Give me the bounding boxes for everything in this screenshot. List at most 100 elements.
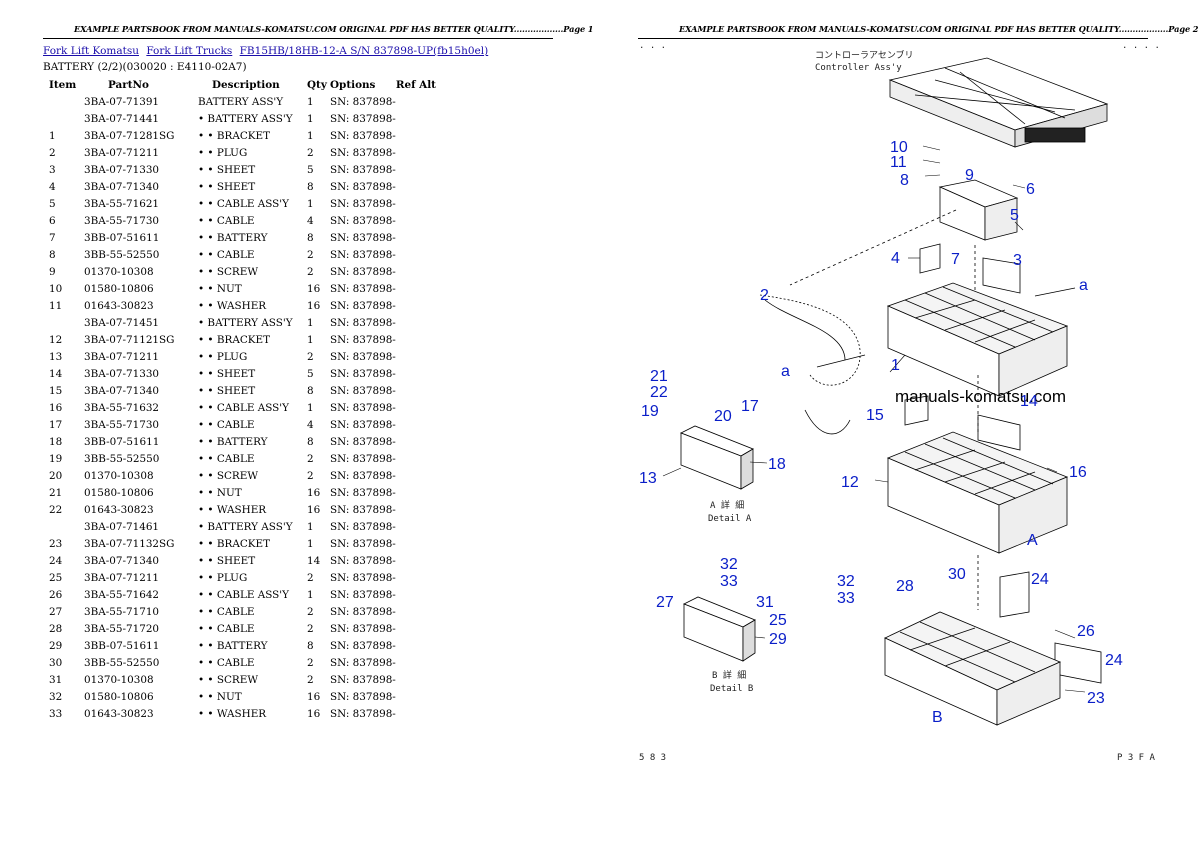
controller-label-en: Controller Ass'y [815, 63, 902, 73]
qty-cell: 8 [307, 180, 314, 193]
ref-alt-cell [396, 178, 446, 195]
partno-cell: 3BA-55-71642 [84, 588, 160, 601]
partno-cell: 01580-10806 [84, 282, 154, 295]
qty-cell: 1 [307, 537, 314, 550]
options-cell: SN: 837898- [330, 231, 396, 244]
options-cell: SN: 837898- [330, 571, 396, 584]
qty-cell: 1 [307, 333, 314, 346]
options-cell: SN: 837898- [330, 435, 396, 448]
callout-32: 32 [837, 573, 855, 590]
ref-alt-cell [396, 331, 446, 348]
detail-a-label-jp: A 詳 細 [710, 499, 744, 511]
arrow-a-right [1034, 287, 1076, 297]
breadcrumb-link-komatsu[interactable]: Fork Lift Komatsu [43, 45, 139, 57]
callout-17: 17 [741, 398, 759, 415]
options-cell: SN: 837898- [330, 316, 396, 329]
qty-cell: 1 [307, 112, 314, 125]
ref-alt-cell [396, 586, 446, 603]
partno-cell: 3BA-07-71211 [84, 146, 160, 159]
options-cell: SN: 837898- [330, 248, 396, 261]
item-cell: 9 [49, 265, 56, 278]
arrow-a-label-right: a [1079, 277, 1088, 294]
description-cell: • • NUT [198, 690, 242, 703]
description-cell: • • BRACKET [198, 129, 271, 142]
ref-alt-cell [396, 535, 446, 552]
qty-cell: 8 [307, 639, 314, 652]
description-cell: • BATTERY ASS'Y [198, 112, 293, 125]
options-cell: SN: 837898- [330, 656, 396, 669]
footer-right-code: P 3 F A [1117, 753, 1156, 763]
detail-a-label-en: Detail A [708, 514, 752, 524]
options-cell: SN: 837898- [330, 452, 396, 465]
corner-dots-right: . . . . [1122, 41, 1160, 51]
partno-cell: 3BA-07-71330 [84, 367, 160, 380]
breadcrumb-link-fork-lift-trucks[interactable]: Fork Lift Trucks [146, 45, 233, 57]
item-cell: 21 [49, 486, 63, 499]
callout-27: 27 [656, 594, 674, 611]
description-cell: • • CABLE [198, 214, 255, 227]
partno-cell: 01370-10308 [84, 265, 154, 278]
column-header-partno: PartNo [108, 79, 149, 91]
ref-alt-cell [396, 263, 446, 280]
breadcrumb-link-model[interactable]: FB15HB/18HB-12-A S/N 837898-UP(fb15h0el) [239, 45, 489, 57]
right-page: EXAMPLE PARTSBOOK FROM MANUALS-KOMATSU.C… [595, 0, 1198, 842]
description-cell: • • SHEET [198, 384, 256, 397]
partno-cell: 01370-10308 [84, 469, 154, 482]
description-cell: • • SHEET [198, 554, 256, 567]
callout-11: 11 [890, 154, 907, 171]
partno-cell: 3BA-07-71211 [84, 350, 160, 363]
ref-alt-cell [396, 552, 446, 569]
description-cell: • • BATTERY [198, 435, 268, 448]
options-cell: SN: 837898- [330, 418, 396, 431]
description-cell: • • CABLE ASS'Y [198, 197, 290, 210]
item-cell [43, 110, 84, 127]
options-cell: SN: 837898- [330, 180, 396, 193]
callout-2: 2 [760, 287, 769, 304]
callout-14: 14 [1020, 393, 1038, 410]
qty-cell: 2 [307, 571, 314, 584]
description-cell: • • CABLE [198, 248, 255, 261]
partno-cell: 3BA-55-71720 [84, 622, 160, 635]
arrow-a-label-left: a [781, 363, 790, 380]
options-cell: SN: 837898- [330, 554, 396, 567]
item-cell: 3 [49, 163, 56, 176]
item-cell: 28 [49, 622, 63, 635]
partno-cell: 3BA-07-71340 [84, 554, 160, 567]
options-cell: SN: 837898- [330, 401, 396, 414]
description-cell: • • PLUG [198, 146, 248, 159]
item-cell: 1 [49, 129, 56, 142]
cable-loop-drawing [804, 409, 851, 435]
description-cell: • • PLUG [198, 571, 248, 584]
options-cell: SN: 837898- [330, 350, 396, 363]
item-cell: 25 [49, 571, 63, 584]
qty-cell: 2 [307, 265, 314, 278]
callout-24-lower: 24 [1105, 652, 1123, 669]
partno-cell: 3BA-07-71451 [84, 316, 160, 329]
description-cell: • • CABLE [198, 622, 255, 635]
qty-cell: 2 [307, 248, 314, 261]
options-cell: SN: 837898- [330, 520, 396, 533]
leader-lines [662, 145, 1086, 693]
partno-cell: 01580-10806 [84, 690, 154, 703]
ref-alt-cell [396, 365, 446, 382]
item-cell: 16 [49, 401, 63, 414]
ref-alt-cell [396, 654, 446, 671]
cable-2-inner-drawing [764, 299, 846, 361]
description-cell: • • CABLE [198, 452, 255, 465]
ref-alt-cell [396, 620, 446, 637]
callout-12: 12 [841, 474, 859, 491]
options-cell: SN: 837898- [330, 282, 396, 295]
description-cell: • • SCREW [198, 673, 259, 686]
